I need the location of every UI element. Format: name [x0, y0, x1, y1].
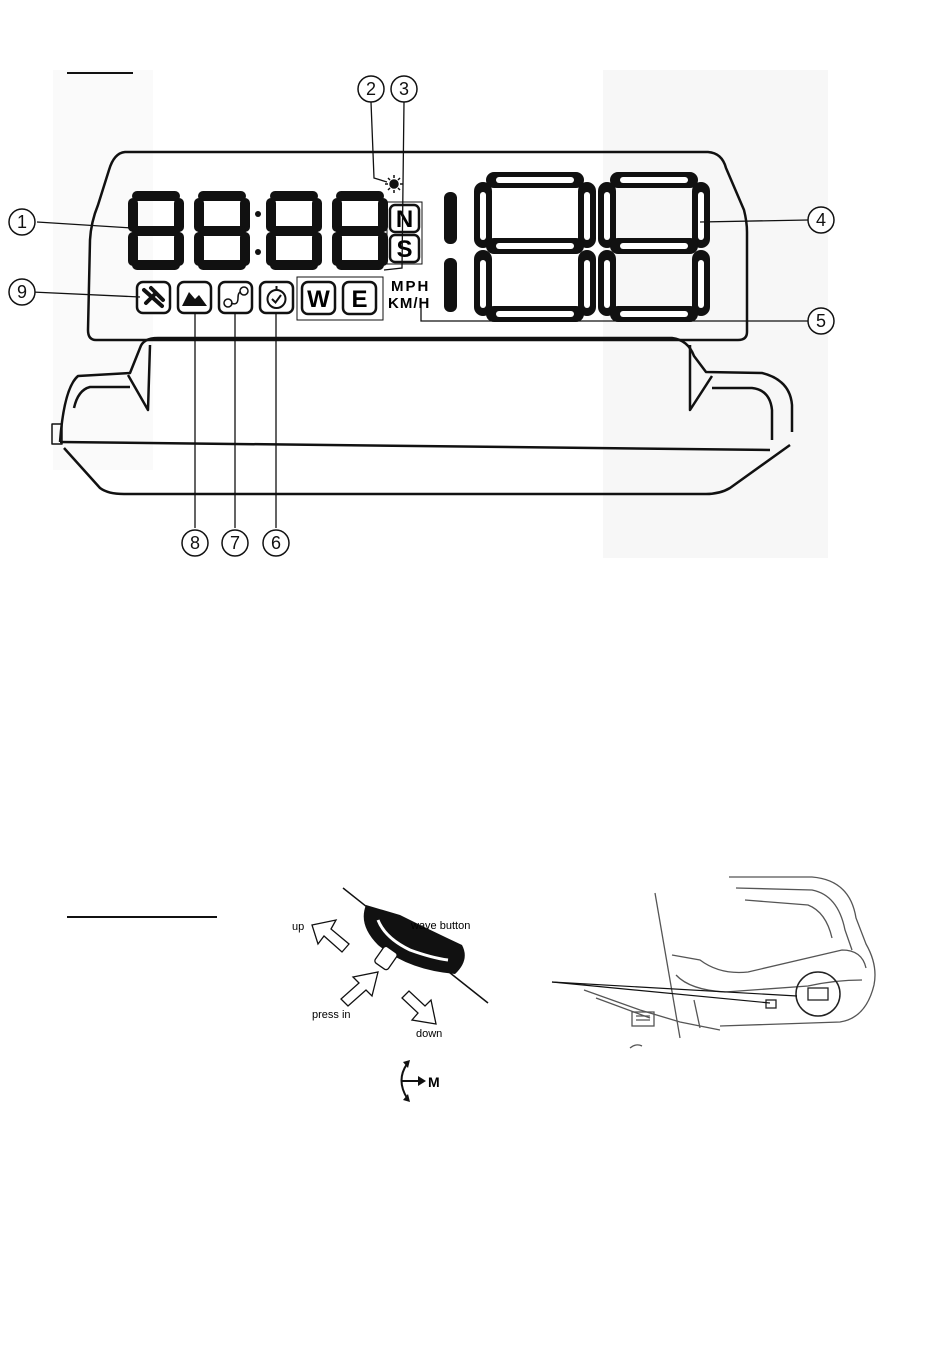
colon-dot [255, 249, 261, 255]
unit-mph-label: MPH [391, 278, 430, 295]
up-label: up [292, 921, 304, 933]
compass-n-label: N [396, 206, 413, 233]
button-location-circle [796, 972, 840, 1016]
device-side-view [584, 877, 875, 1048]
compass-s-label: S [396, 236, 412, 263]
compass-we-group: W E [297, 277, 383, 320]
no-gps-icon [137, 282, 170, 313]
press-in-label: press in [312, 1009, 351, 1021]
timer-icon [260, 282, 293, 313]
callout-number-1: 1 [17, 212, 27, 232]
mode-m-icon: M [402, 1060, 440, 1102]
compass-e-label: E [351, 286, 367, 313]
callout-number-3: 3 [399, 79, 409, 99]
seven-seg-digit [128, 191, 184, 270]
compass-ns-group: N S [387, 202, 422, 264]
unit-kmh-label: KM/H [388, 295, 430, 312]
speed-digit-one-lower [444, 258, 457, 312]
colon-dot [255, 211, 261, 217]
speed-digit-one-upper [444, 192, 457, 244]
brightness-icon [385, 175, 403, 193]
time-display-segments [128, 191, 388, 270]
callout-number-9: 9 [17, 282, 27, 302]
route-ab-icon [219, 282, 252, 313]
up-arrow-icon [312, 920, 349, 952]
device-pointer-lines [552, 982, 797, 1003]
seven-seg-digit [194, 191, 250, 270]
wave-button-diagram: up press in down wave button M [292, 888, 488, 1102]
compass-w-label: W [307, 286, 330, 313]
wave-button-label: wave button [410, 920, 470, 932]
seven-seg-digit [332, 191, 388, 270]
press-in-arrow-icon [341, 972, 378, 1006]
mode-m-label: M [428, 1074, 440, 1090]
seven-seg-digit [266, 191, 322, 270]
altitude-icon [178, 282, 211, 313]
callout-number-6: 6 [271, 533, 281, 553]
callout-number-2: 2 [366, 79, 376, 99]
callout-number-5: 5 [816, 311, 826, 331]
down-arrow-icon [402, 991, 436, 1024]
down-label: down [416, 1028, 442, 1040]
callout-number-7: 7 [230, 533, 240, 553]
callout-number-8: 8 [190, 533, 200, 553]
callout-number-4: 4 [816, 210, 826, 230]
